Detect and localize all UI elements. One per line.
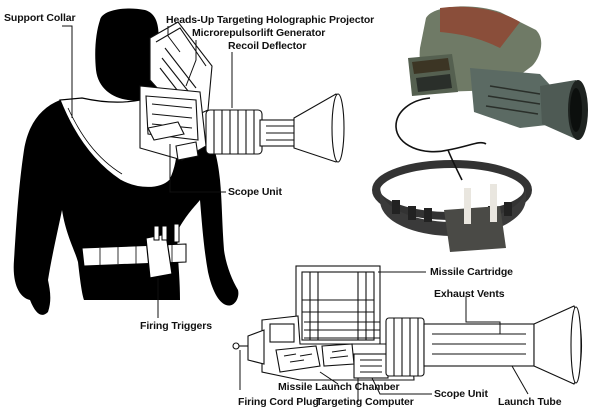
label-heads-up-projector: Heads-Up Targeting Holographic Projector (166, 14, 375, 26)
label-support-collar: Support Collar (4, 12, 76, 24)
launcher-photo (372, 6, 588, 252)
label-missile-cartridge: Missile Cartridge (430, 266, 513, 278)
label-recoil-deflector: Recoil Deflector (228, 40, 307, 52)
shoulder-launcher-lineart (139, 21, 345, 163)
label-scope-unit-bottom: Scope Unit (434, 388, 488, 400)
label-firing-triggers: Firing Triggers (140, 320, 213, 332)
label-launch-tube: Launch Tube (498, 396, 562, 408)
label-microrepulsorlift-generator: Microrepulsorlift Generator (192, 27, 326, 39)
label-missile-launch-chamber: Missile Launch Chamber (278, 381, 400, 393)
figure-silhouette (13, 8, 239, 315)
label-scope-unit-top: Scope Unit (228, 186, 282, 198)
label-targeting-computer: Targeting Computer (316, 396, 414, 408)
launcher-cutaway-lineart (232, 265, 583, 385)
label-exhaust-vents: Exhaust Vents (434, 288, 505, 300)
label-firing-cord-plug: Firing Cord Plug (238, 396, 319, 408)
leader-lines (62, 25, 529, 402)
